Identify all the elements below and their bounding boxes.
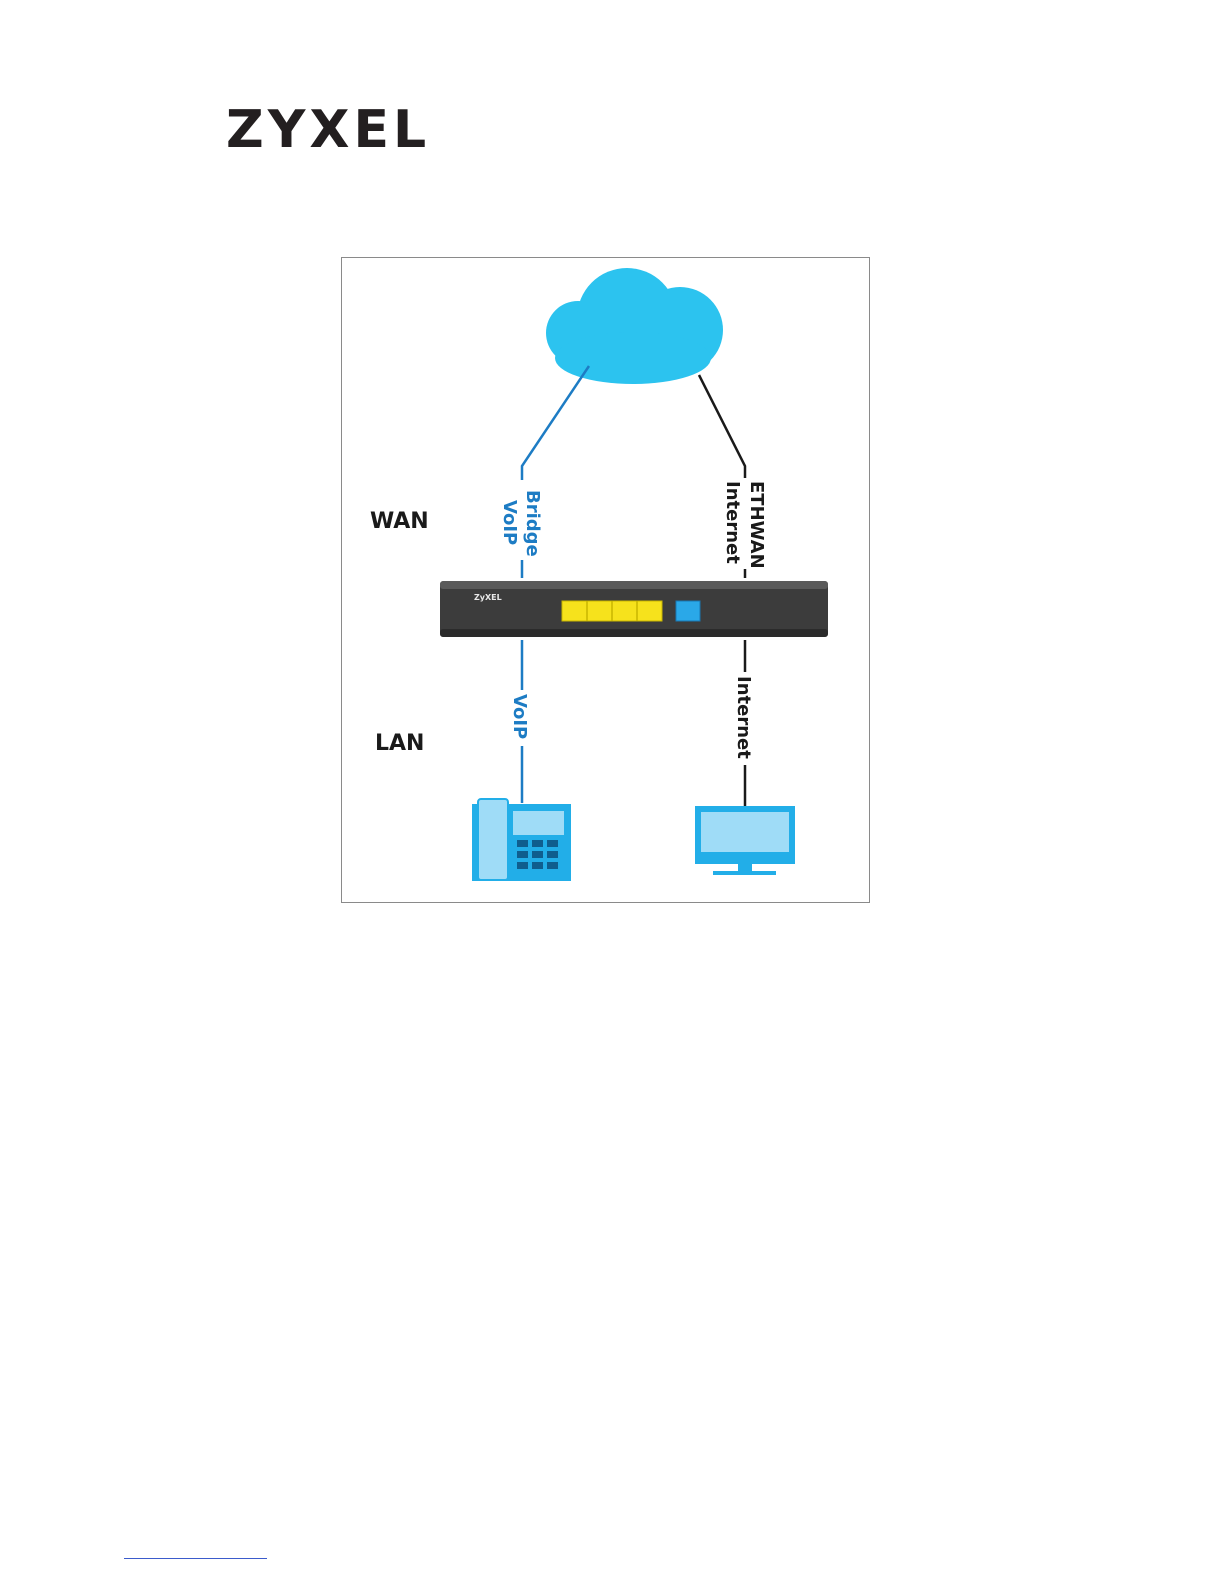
footer-divider: [124, 1558, 267, 1559]
router-icon: ZyXEL: [440, 581, 828, 637]
lan-internet-link-label: Internet: [733, 676, 754, 759]
wan-internet-link-label-internet: Internet: [722, 481, 743, 564]
wan-internet-link-label-ethwan: ETHWAN: [746, 481, 767, 569]
monitor-icon: [695, 806, 795, 875]
ip-phone-icon: [472, 799, 571, 881]
wan-voip-link-label-voip: VoIP: [499, 500, 520, 545]
cloud-icon: [546, 268, 723, 384]
router-brand-label: ZyXEL: [474, 593, 502, 602]
wan-voip-link-label-bridge: Bridge: [522, 490, 543, 557]
internet-wan-link-line: [699, 375, 745, 478]
lan-voip-link-label: VoIP: [509, 694, 530, 739]
voip-wan-link-line: [522, 366, 589, 480]
